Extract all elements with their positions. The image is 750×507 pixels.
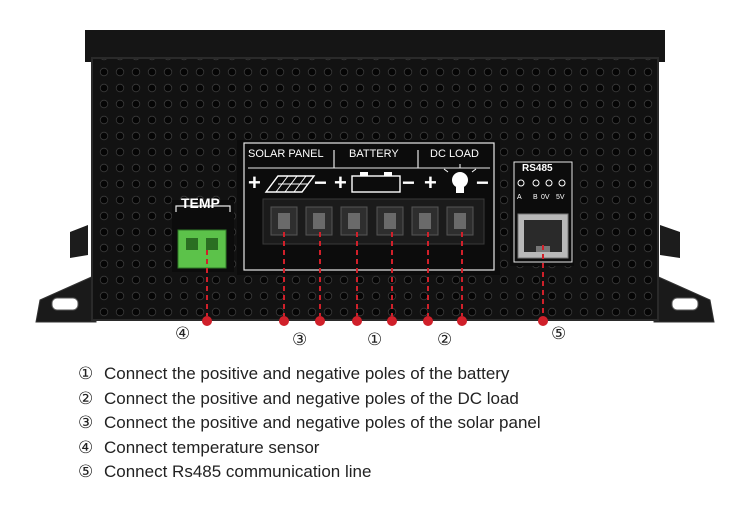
legend-number: ⑤ (78, 462, 94, 482)
rs485-label: RS485 (522, 163, 553, 174)
controller-diagram: TEMP SOLAR PANEL BATTERY DC LOAD RS485 A… (35, 30, 715, 349)
callout-1: ① (367, 330, 383, 350)
legend-item: ④ Connect temperature sensor (78, 436, 698, 461)
rs485-pin-b: B (533, 194, 538, 201)
load-minus-sign: − (476, 170, 489, 195)
legend-item: ② Connect the positive and negative poles… (78, 387, 698, 412)
rs485-pin-5v: 5V (556, 194, 565, 201)
legend-text: Connect the positive and negative poles … (104, 388, 519, 408)
rs485-ethernet-port (517, 213, 569, 259)
load-plus-sign: + (424, 170, 437, 195)
legend-text: Connect Rs485 communication line (104, 462, 372, 481)
callout-5: ⑤ (551, 324, 567, 344)
callout-2: ② (437, 330, 453, 350)
battery-plus-sign: + (334, 170, 347, 195)
legend-list: ① Connect the positive and negative poles… (78, 362, 698, 485)
callout-4: ④ (175, 324, 191, 344)
rs485-pin-0v: 0V (541, 194, 550, 201)
temp-connector (177, 229, 227, 269)
callout-3: ③ (292, 330, 308, 350)
legend-item: ③ Connect the positive and negative poles… (78, 411, 698, 436)
callout-dots (202, 316, 548, 326)
dc-load-label: DC LOAD (430, 148, 479, 160)
rs485-pin-a: A (517, 194, 522, 201)
legend-text: Connect the positive and negative poles … (104, 413, 541, 432)
solar-minus-sign: − (314, 170, 327, 195)
legend-item: ⑤ Connect Rs485 communication line (78, 460, 698, 485)
battery-icon (351, 172, 401, 193)
legend-number: ④ (78, 437, 94, 458)
legend-item: ① Connect the positive and negative poles… (78, 362, 698, 387)
battery-label: BATTERY (349, 148, 399, 160)
case-top (85, 30, 665, 62)
solar-panel-label: SOLAR PANEL (248, 148, 324, 160)
solar-plus-sign: + (248, 170, 261, 195)
legend-number: ② (78, 388, 94, 409)
callout-lines (206, 232, 544, 316)
solar-panel-icon (264, 175, 316, 193)
light-bulb-icon (443, 164, 477, 193)
battery-minus-sign: − (402, 170, 415, 195)
left-mount-bracket (35, 225, 97, 323)
rs485-pin-markers (517, 179, 566, 187)
controller-illustration (35, 30, 715, 326)
right-mount-bracket (653, 225, 715, 323)
legend-number: ③ (78, 413, 94, 433)
legend-number: ① (78, 364, 94, 384)
temp-label: TEMP (181, 195, 220, 211)
legend-text: Connect the positive and negative poles … (104, 364, 510, 383)
terminal-screws (270, 206, 474, 236)
legend-text: Connect temperature sensor (104, 437, 320, 457)
